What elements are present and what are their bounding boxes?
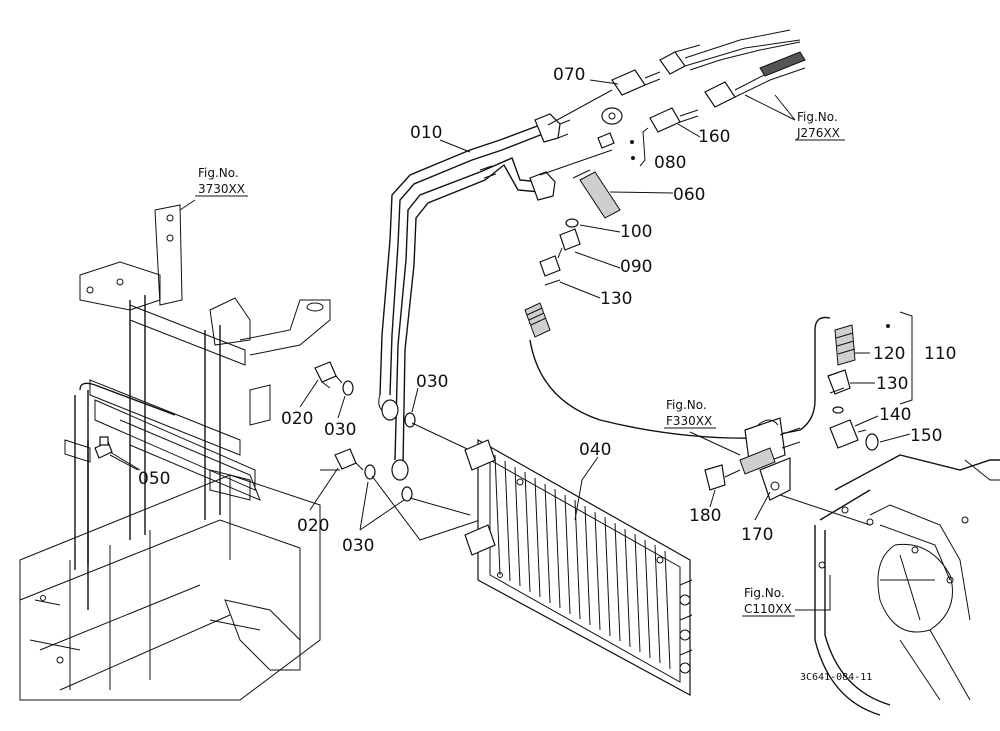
label-130-upper: 130 <box>600 289 632 309</box>
label-070: 070 <box>553 65 585 85</box>
label-150: 150 <box>910 426 942 446</box>
fig-ref-c110xx[interactable]: Fig.No. C110XX <box>742 586 795 617</box>
label-130-lower: 130 <box>876 374 908 394</box>
label-180: 180 <box>689 506 721 526</box>
label-030-lower: 030 <box>342 536 374 556</box>
part-labels: 010 020 020 030 030 030 040 050 060 070 … <box>138 65 956 556</box>
label-120: 120 <box>873 344 905 364</box>
label-030-right: 030 <box>416 372 448 392</box>
label-100: 100 <box>620 222 652 242</box>
label-020-lower: 020 <box>297 516 329 536</box>
svg-text:C110XX: C110XX <box>744 602 792 616</box>
label-010: 010 <box>410 123 442 143</box>
bolts-and-washers <box>314 361 481 541</box>
label-140: 140 <box>879 405 911 425</box>
oil-cooler-040 <box>464 438 693 697</box>
label-050: 050 <box>138 469 170 489</box>
label-110: 110 <box>924 344 956 364</box>
fig-ref-3730xx[interactable]: Fig.No. 3730XX <box>195 166 248 197</box>
label-080: 080 <box>654 153 686 173</box>
drawing-code: 3C641-084-11 <box>800 672 872 683</box>
figure-references: Fig.No. J276XX Fig.No. 3730XX Fig.No. F3… <box>195 110 845 617</box>
bolt-050 <box>94 436 141 471</box>
oil-hose <box>529 316 879 526</box>
svg-text:Fig.No.: Fig.No. <box>744 586 785 600</box>
oil-pipe-010 <box>378 113 571 481</box>
svg-text:Fig.No.: Fig.No. <box>198 166 239 180</box>
transmission-case <box>814 454 1000 716</box>
svg-text:Fig.No.: Fig.No. <box>666 398 707 412</box>
frame-assembly <box>19 204 331 701</box>
fig-ref-f330xx[interactable]: Fig.No. F330XX <box>664 398 716 429</box>
label-170: 170 <box>741 525 773 545</box>
svg-text:Fig.No.: Fig.No. <box>797 110 838 124</box>
label-040: 040 <box>579 440 611 460</box>
label-060: 060 <box>673 185 705 205</box>
label-020-upper: 020 <box>281 409 313 429</box>
part-110-bracket <box>630 127 913 405</box>
svg-text:J276XX: J276XX <box>796 126 840 140</box>
label-090: 090 <box>620 257 652 277</box>
svg-text:3730XX: 3730XX <box>198 182 245 196</box>
fig-ref-j276xx[interactable]: Fig.No. J276XX <box>795 110 845 141</box>
svg-text:F330XX: F330XX <box>666 414 712 428</box>
leader-lines <box>109 79 911 611</box>
label-030-left: 030 <box>324 420 356 440</box>
label-160: 160 <box>698 127 730 147</box>
upper-fittings <box>524 29 806 338</box>
